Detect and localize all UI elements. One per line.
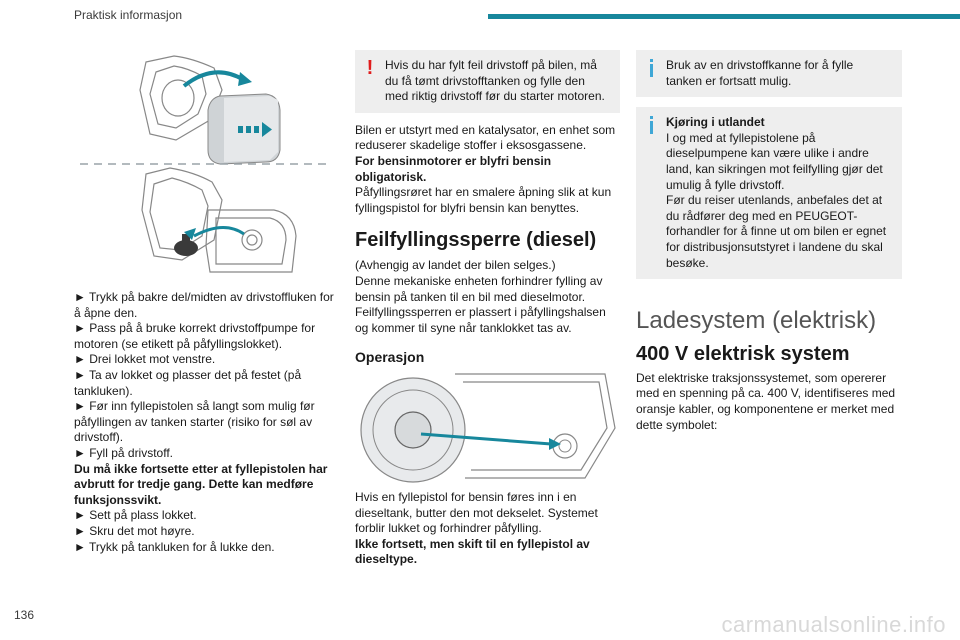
paragraph-bold: Ikke fortsett, men skift til en fyllepis… <box>355 536 590 567</box>
running-header-title: Praktisk informasjon <box>74 8 183 22</box>
step-text: ► Drei lokket mot venstre. <box>74 352 216 367</box>
header-accent-bar <box>488 14 960 19</box>
subsection-heading: Operasjon <box>355 349 425 366</box>
warning-text: Du må ikke fortsette etter at fyllepisto… <box>74 461 328 507</box>
info-note-title: Kjøring i utlandet <box>666 115 765 130</box>
chapter-heading: Ladesystem (elektrisk) <box>636 307 877 335</box>
paragraph-bold: For bensinmotorer er blyfri bensin oblig… <box>355 153 552 184</box>
info-note: Bruk av en drivstoffkanne for å fylle ta… <box>636 50 902 98</box>
info-note-text: Bruk av en drivstoffkanne for å fylle ta… <box>666 58 854 88</box>
column-middle-lower: Hvis en fyllepistol for bensin føres inn… <box>355 490 620 568</box>
info-note-text: I og med at fyllepistolene på dieselpump… <box>666 130 887 270</box>
fuel-flap-illustration <box>80 55 330 273</box>
column-left: ► Trykk på bakre del/midten av drivstoff… <box>74 290 336 555</box>
step-text: ► Trykk på tankluken for å lukke den. <box>74 539 275 554</box>
step-text: ► Ta av lokket og plasser det på festet … <box>74 367 302 398</box>
info-note-abroad: Kjøring i utlandet I og med at fyllepist… <box>636 107 902 280</box>
misfuel-device-illustration <box>360 373 616 483</box>
step-text: ► Trykk på bakre del/midten av drivstoff… <box>74 290 334 320</box>
warning-note: ! Hvis du har fylt feil drivstoff på bil… <box>355 50 620 113</box>
section-heading: Feilfyllingssperre (diesel) <box>355 229 597 252</box>
section-heading: 400 V elektrisk system <box>636 343 850 366</box>
step-text: ► Før inn fyllepistolen så langt som mul… <box>74 399 315 445</box>
watermark: carmanualsonline.info <box>721 612 946 637</box>
paragraph: Hvis en fyllepistol for bensin føres inn… <box>355 490 598 536</box>
warning-note-text: Hvis du har fylt feil drivstoff på bilen… <box>385 58 605 104</box>
column-middle: ! Hvis du har fylt feil drivstoff på bil… <box>355 50 620 366</box>
paragraph: Det elektriske traksjonssystemet, som op… <box>636 370 896 432</box>
paragraph: Påfyllingsrøret har en smalere åpning sl… <box>355 185 612 215</box>
paragraph: Bilen er utstyrt med en katalysator, en … <box>355 122 616 153</box>
step-text: ► Sett på plass lokket. <box>74 508 197 523</box>
paragraph: (Avhengig av landet der bilen selges.) D… <box>355 258 606 335</box>
warning-icon: ! <box>366 57 374 79</box>
page-number: 136 <box>14 608 35 622</box>
step-text: ► Pass på å bruke korrekt drivstoffpumpe… <box>74 321 316 351</box>
step-text: ► Skru det mot høyre. <box>74 523 195 538</box>
step-text: ► Fyll på drivstoff. <box>74 445 174 460</box>
column-right: Bruk av en drivstoffkanne for å fylle ta… <box>636 50 902 433</box>
info-icon <box>644 59 658 77</box>
info-icon <box>644 116 658 135</box>
